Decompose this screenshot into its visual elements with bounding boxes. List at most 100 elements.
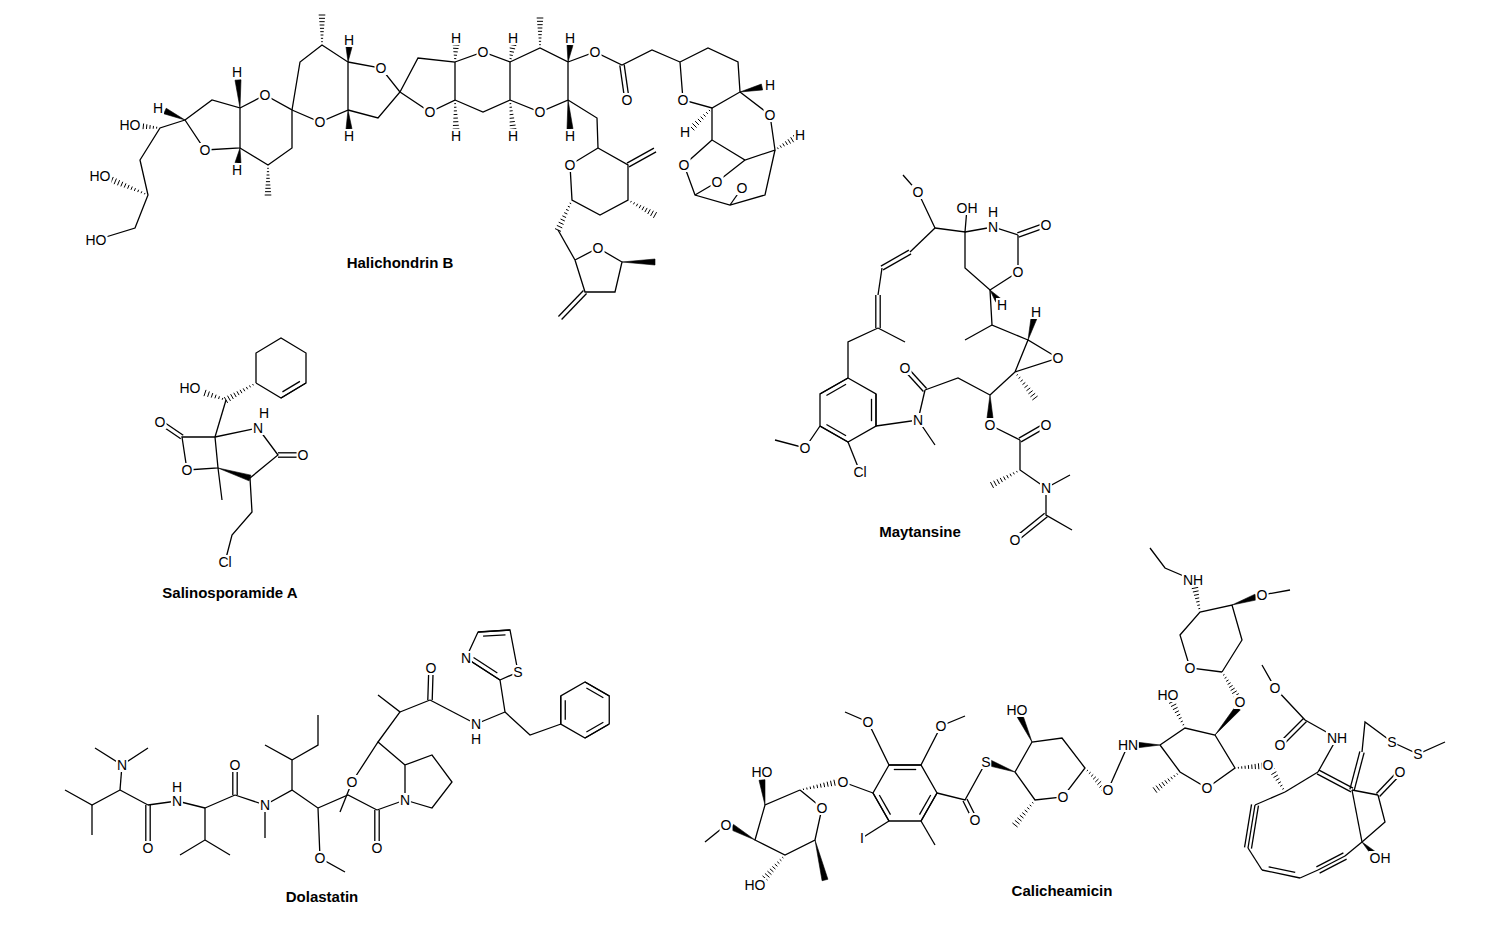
atom-label: H [450, 31, 462, 45]
bond-line [91, 805, 92, 835]
atom-label: H [996, 298, 1008, 312]
atom-label: O [477, 45, 490, 59]
atom-label: O [1052, 351, 1065, 365]
atom-label: O [346, 775, 359, 789]
wedge-bond [164, 108, 185, 120]
bond-line [965, 325, 992, 340]
bond-line [120, 790, 148, 805]
hash-bond [1017, 374, 1018, 376]
hash-bond [1165, 780, 1167, 783]
bond-line [240, 95, 292, 165]
hash-bond [1023, 382, 1026, 384]
hash-bond [1017, 818, 1021, 821]
bond-line [205, 795, 235, 808]
atom-label: O [375, 61, 388, 75]
hash-bond [454, 58, 456, 59]
atom-label: O [589, 45, 602, 59]
hash-bond [134, 188, 135, 191]
hash-bond [1248, 765, 1249, 769]
hash-bond [1196, 601, 1199, 603]
hash-bond [765, 873, 770, 877]
atom-label: O [424, 105, 437, 119]
bond-line [400, 700, 430, 712]
atom-label: O [425, 661, 438, 675]
bond-line [505, 712, 561, 735]
hash-bond [1176, 773, 1178, 774]
hash-bond [215, 395, 216, 399]
bond-line [570, 148, 628, 215]
hash-bond [564, 213, 567, 214]
hash-bond [453, 125, 459, 126]
atom-label: N [460, 651, 472, 665]
hash-bond [1258, 763, 1259, 769]
hash-bond [243, 388, 245, 391]
hash-bond [570, 202, 571, 204]
atom-label: O [764, 108, 777, 122]
hash-bond [538, 31, 542, 32]
bond-line [1285, 772, 1318, 792]
atom-label: H [152, 101, 164, 115]
hash-bond [1175, 711, 1179, 713]
hash-bond [228, 396, 231, 401]
hash-bond [454, 107, 456, 108]
double-bond [1319, 770, 1353, 788]
atom-label: O [799, 441, 812, 455]
double-bond [879, 795, 890, 815]
hash-bond [1238, 767, 1239, 769]
atom-label: OH [956, 201, 979, 215]
hash-bond [1231, 688, 1235, 690]
bond-line [990, 290, 1028, 340]
triple-bond [1318, 856, 1345, 870]
bond-line [684, 140, 775, 205]
atom-label: H [794, 128, 806, 142]
hash-bond [510, 114, 514, 115]
hash-bond [1255, 764, 1256, 769]
bond-line [378, 695, 400, 742]
atom-label: Cl [852, 465, 867, 479]
hash-bond [653, 212, 656, 218]
hash-bond [231, 394, 234, 399]
hash-bond [265, 188, 270, 189]
hash-bond [1019, 377, 1021, 378]
bond-line [215, 428, 278, 478]
triple-bond [1316, 853, 1343, 867]
hash-bond [780, 859, 782, 860]
bond-line [848, 328, 878, 378]
hash-bond [453, 51, 457, 52]
hash-bond [788, 139, 791, 143]
bonds [65, 15, 1445, 881]
atom-label: O [181, 463, 194, 477]
hash-bond [775, 864, 778, 866]
hash-bond [767, 871, 771, 875]
double-bond [894, 769, 916, 770]
bond-line [845, 712, 889, 765]
atom-label: O [1234, 695, 1247, 709]
hash-bond [510, 121, 515, 123]
bond-line [820, 378, 876, 442]
atom-label: O [564, 158, 577, 172]
hash-bond [709, 110, 710, 111]
double-bond [483, 635, 505, 636]
wedge-bond [759, 780, 765, 805]
bond-line [876, 420, 935, 445]
bond-line [1262, 665, 1305, 720]
atom-label: N [912, 413, 924, 427]
hash-bond [454, 110, 457, 111]
atom-label: O [678, 158, 691, 172]
hash-bond [1162, 782, 1165, 786]
atom-label: HO [89, 169, 112, 183]
double-bond [875, 394, 876, 426]
atom-label: H [507, 129, 519, 143]
hash-bond [1276, 778, 1280, 780]
wedge-bond [815, 840, 828, 881]
hash-bond [144, 193, 146, 194]
atom-label: H [564, 129, 576, 143]
hash-bond [131, 187, 132, 190]
hash-bond [539, 41, 541, 42]
hash-bond [1174, 775, 1175, 777]
hash-bond [1159, 784, 1162, 788]
double-bond [919, 795, 930, 815]
hash-bond [1020, 815, 1024, 818]
hash-bond [1251, 765, 1252, 769]
atom-label: O [534, 105, 547, 119]
